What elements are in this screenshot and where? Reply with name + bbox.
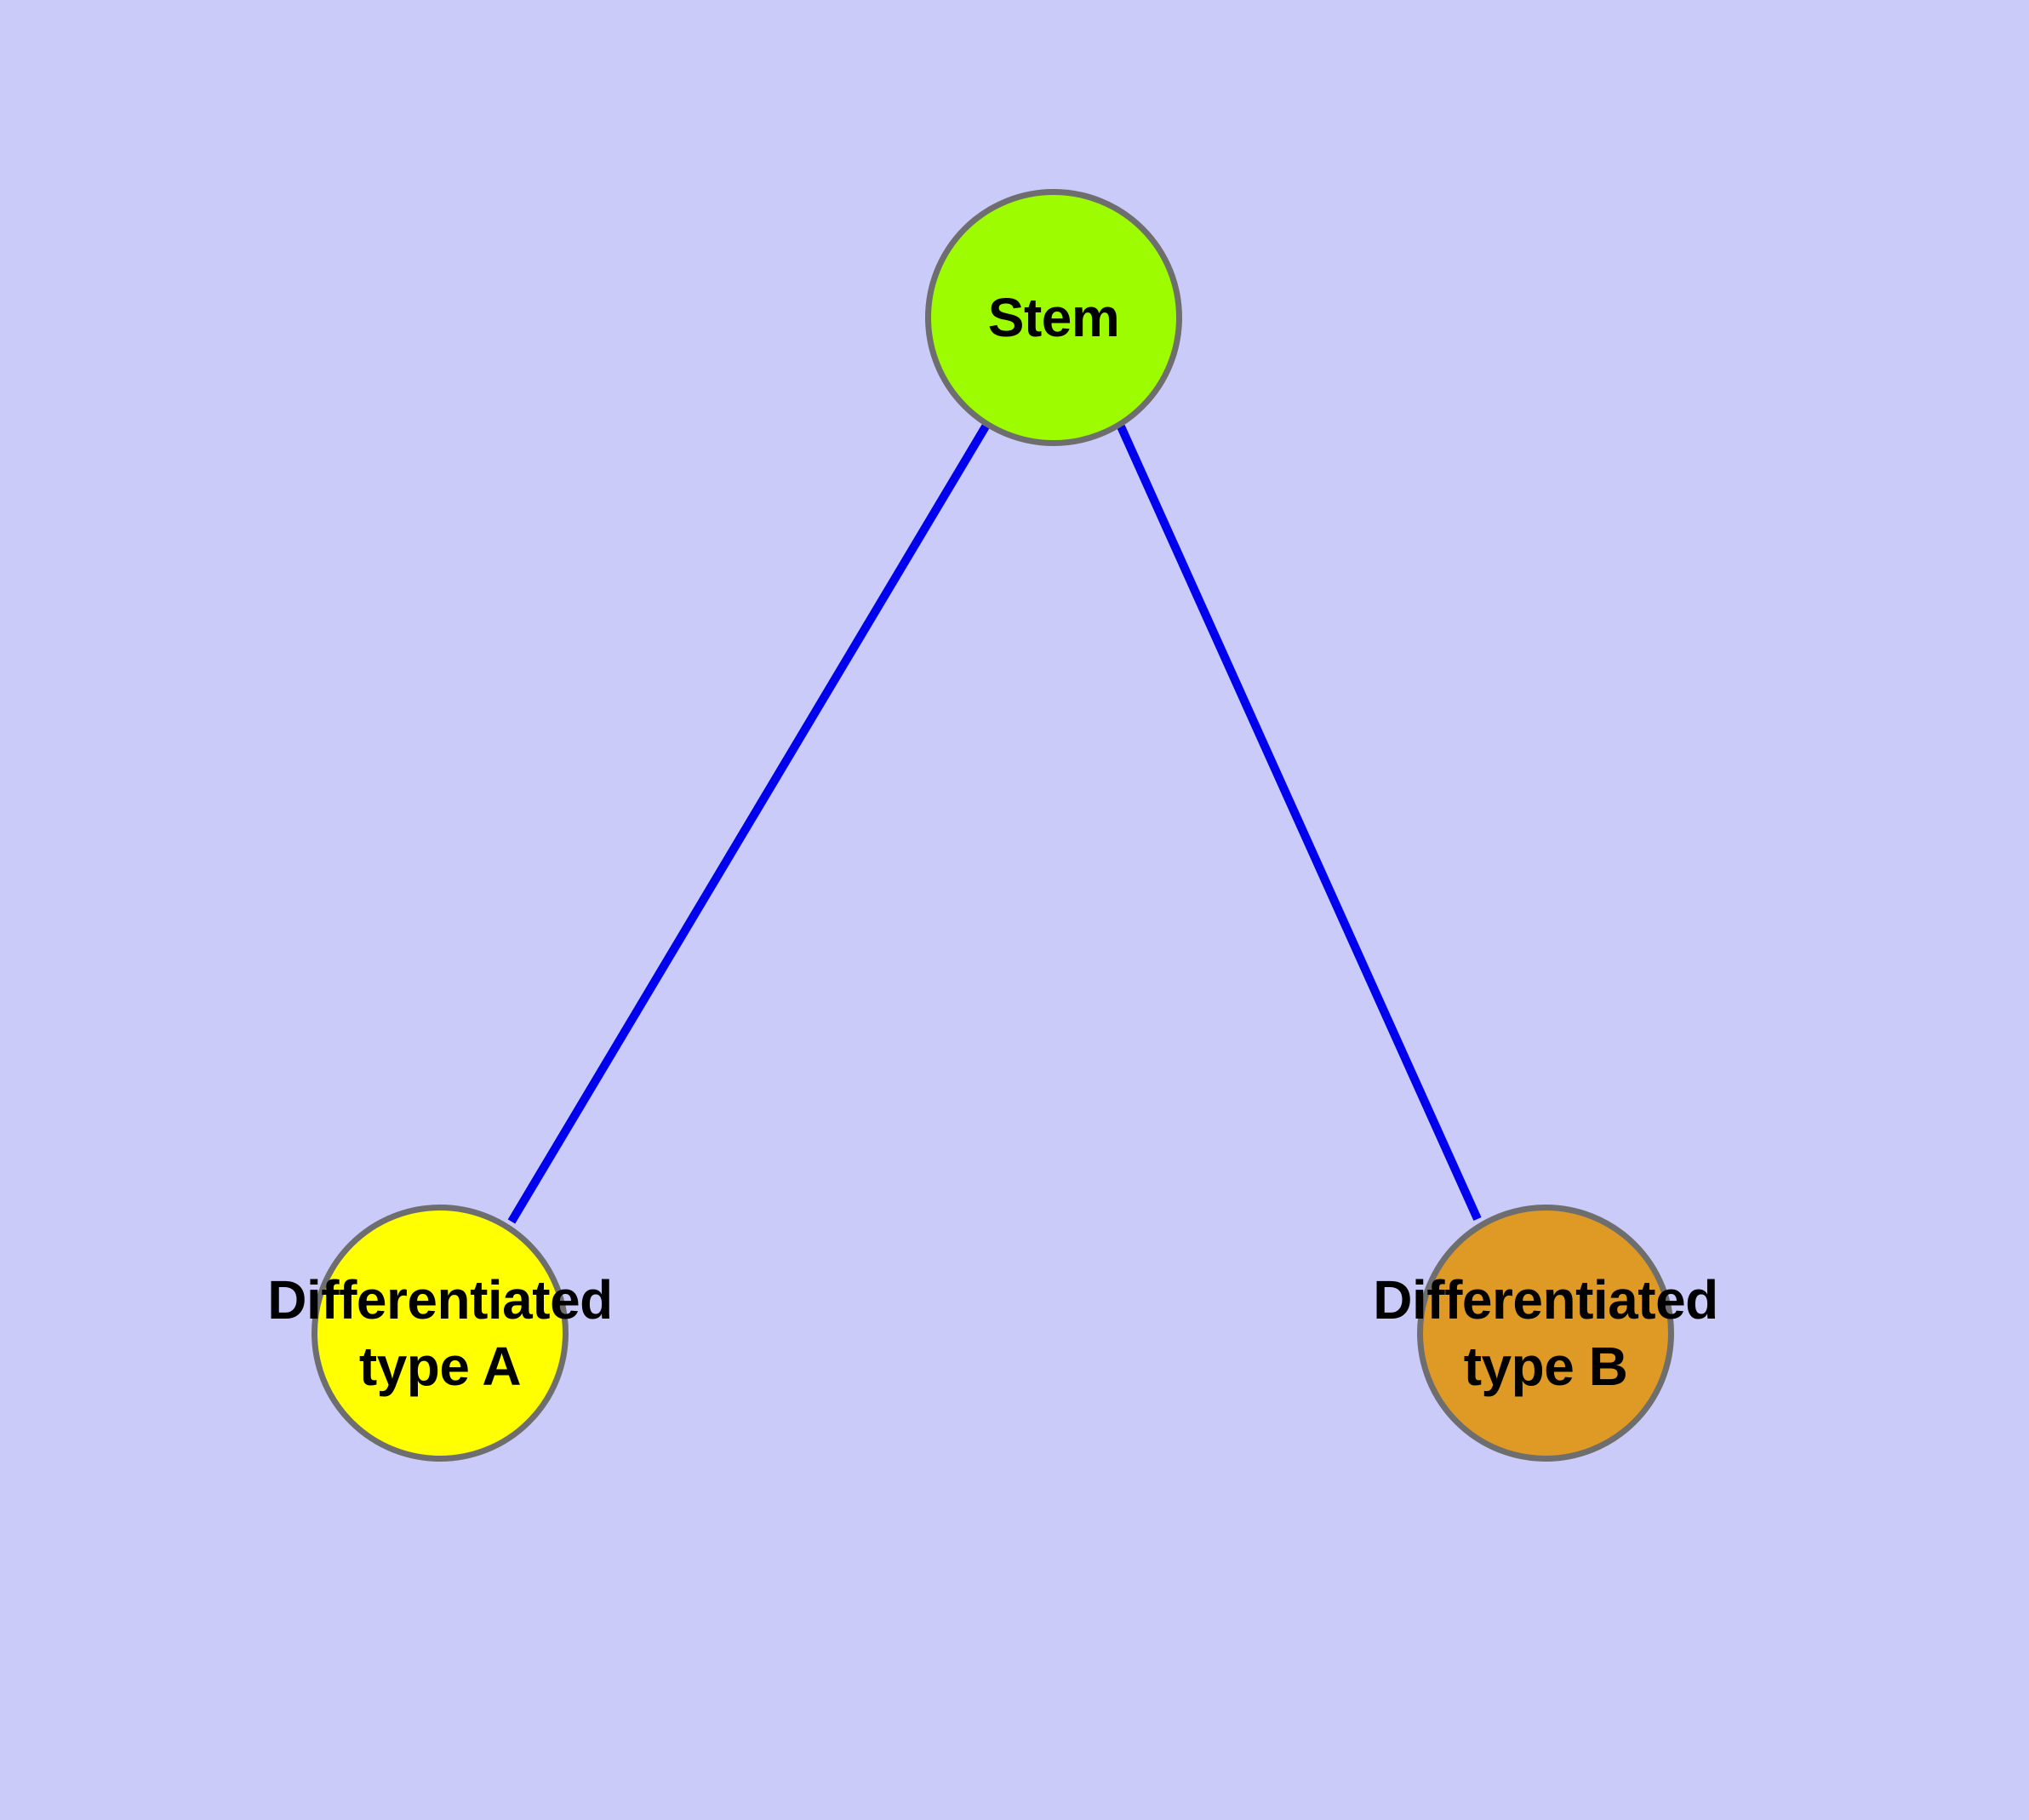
node-differentiated-type-b[interactable]: Differentiated type B <box>1373 1205 1718 1462</box>
edge-stem-to-differentiated-type-a[interactable] <box>507 424 990 1224</box>
node-stem[interactable]: Stem <box>925 189 1182 446</box>
node-stem-label: Stem <box>987 286 1120 348</box>
edge-stem-to-differentiated-type-b[interactable] <box>1117 424 1482 1222</box>
node-differentiated-type-a[interactable]: Differentiated type A <box>267 1205 613 1462</box>
